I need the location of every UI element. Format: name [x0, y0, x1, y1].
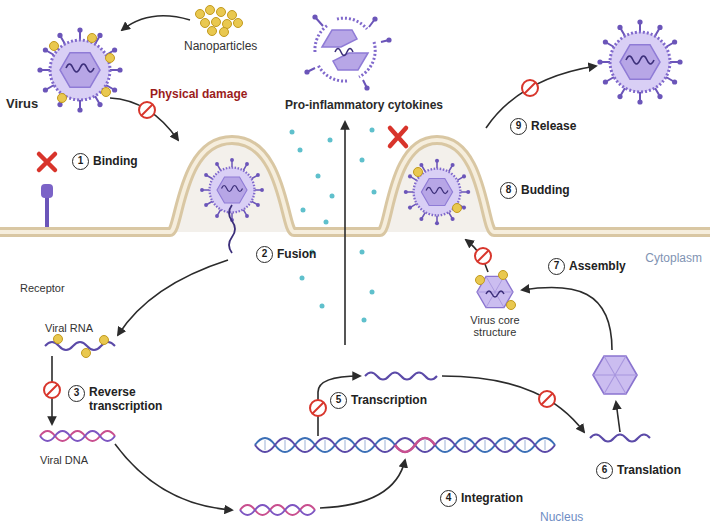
region-fill — [0, 236, 710, 530]
step-marker: 1Binding — [72, 153, 138, 170]
nucleus-region: 5Transcription 4IntegrationNucleus — [210, 335, 610, 530]
region-label: Cytoplasm — [645, 251, 702, 265]
region-label: Nucleus — [540, 510, 583, 524]
step-marker: 3Reverse transcription — [68, 385, 184, 413]
step-marker: 8Budding — [500, 182, 570, 199]
step-marker: 4Integration — [440, 490, 523, 507]
step-number: 4 — [440, 490, 457, 507]
step-number: 6 — [596, 462, 613, 479]
nucleus-outline — [210, 335, 610, 530]
step-label: Binding — [93, 153, 138, 170]
step-number: 5 — [330, 392, 347, 409]
step-number: 7 — [548, 258, 565, 275]
label-holder: Receptor — [20, 278, 65, 296]
label-holder: Physical damage — [150, 84, 247, 102]
step-marker: 2Fusion — [256, 246, 316, 263]
part-label: Virus — [6, 96, 38, 111]
part-label: Nanoparticles — [184, 39, 257, 53]
effect-label: Physical damage — [150, 87, 247, 101]
step-label: Reverse transcription — [89, 385, 184, 413]
step-number: 3 — [68, 385, 85, 402]
step-marker: 9Release — [510, 118, 576, 135]
cytoplasm-region: 2Fusion7Assembly3Reverse transcription5T… — [0, 236, 710, 530]
step-label: Integration — [461, 490, 523, 507]
label-holder: Nanoparticles — [184, 36, 257, 54]
part-label: Viral DNA — [40, 454, 88, 466]
label-holder: Pro-inflammatory cytokines — [285, 95, 443, 113]
step-label: Budding — [521, 182, 570, 199]
part-label: Viral RNA — [45, 322, 93, 334]
nucleus-outline — [212, 337, 608, 530]
part-label: Receptor — [20, 282, 65, 294]
step-marker: 7Assembly — [548, 258, 626, 275]
step-marker: 6Translation — [596, 462, 681, 479]
label-holder: Virus — [6, 94, 38, 112]
label-holder: Virus core structure — [455, 314, 535, 338]
region-fill — [0, 236, 710, 530]
step-label: Translation — [617, 462, 681, 479]
label-holder: Viral DNA — [40, 450, 88, 468]
step-label: Release — [531, 118, 576, 135]
effect-label: Pro-inflammatory cytokines — [285, 98, 443, 112]
step-number: 2 — [256, 246, 273, 263]
part-label: Virus core structure — [455, 314, 535, 338]
step-marker: 5Transcription — [330, 392, 427, 409]
step-number: 8 — [500, 182, 517, 199]
label-holder: Viral RNA — [45, 318, 93, 336]
step-number: 9 — [510, 118, 527, 135]
step-label: Transcription — [351, 392, 427, 409]
step-label: Assembly — [569, 258, 626, 275]
step-number: 1 — [72, 153, 89, 170]
step-label: Fusion — [277, 246, 316, 263]
